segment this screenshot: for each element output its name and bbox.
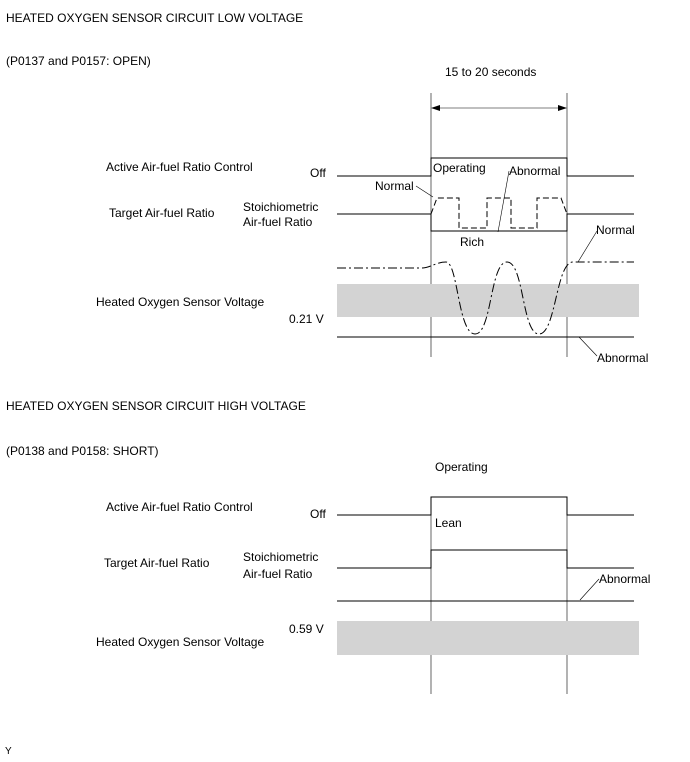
section1-stoich-line1: Stoichiometric (243, 200, 318, 214)
section1-normal-left-leader (415, 185, 434, 198)
section1-abnormal-top-leader (497, 170, 510, 233)
section1-normal-right-leader (577, 230, 598, 263)
section2-off-label: Off (310, 507, 326, 521)
section1-voltage-band (337, 284, 639, 317)
section2-abnormal-leader (579, 578, 600, 601)
arrowhead-right-icon (558, 105, 567, 111)
section1-normal-left-label: Normal (375, 179, 414, 193)
section2-active-label: Active Air-fuel Ratio Control (106, 500, 253, 514)
section1-operating-label: Operating (433, 161, 486, 175)
section1-target-normal-signal (430, 197, 568, 229)
section1-target-abnormal-signal (337, 213, 634, 232)
section1-sensor-label: Heated Oxygen Sensor Voltage (96, 295, 264, 309)
section2-target-signal (337, 549, 634, 569)
section1-sensor-normal-signal (337, 261, 634, 335)
section2-stoich-line1: Stoichiometric (243, 550, 318, 564)
section1-active-signal (337, 157, 634, 177)
section2-voltage-band (337, 621, 639, 655)
section1-duration: 15 to 20 seconds (445, 65, 536, 79)
section2-voltage-label: 0.59 V (289, 622, 324, 636)
section1-abnormal-bottom-leader (578, 336, 598, 357)
section1-active-label: Active Air-fuel Ratio Control (106, 160, 253, 174)
section2-sensor-label: Heated Oxygen Sensor Voltage (96, 635, 264, 649)
section1-abnormal-top-label: Abnormal (509, 164, 560, 178)
section2-operating-label: Operating (435, 460, 488, 474)
section1-normal-right-label: Normal (596, 223, 635, 237)
section1-off-label: Off (310, 166, 326, 180)
footer-mark: Y (5, 746, 12, 757)
section1-abnormal-bottom-label: Abnormal (597, 351, 648, 365)
section1-codes: (P0137 and P0157: OPEN) (6, 54, 151, 68)
section2-stoich-line2: Air-fuel Ratio (243, 567, 313, 581)
section1-voltage-label: 0.21 V (289, 312, 324, 326)
section2-active-signal (337, 496, 634, 516)
section1-target-label: Target Air-fuel Ratio (109, 206, 215, 220)
section2-abnormal-label: Abnormal (599, 572, 650, 586)
section2-title: HEATED OXYGEN SENSOR CIRCUIT HIGH VOLTAG… (6, 399, 306, 413)
section2-lean-label: Lean (435, 516, 462, 530)
arrowhead-left-icon (431, 105, 440, 111)
section1-rich-label: Rich (460, 235, 484, 249)
section2-codes: (P0138 and P0158: SHORT) (6, 444, 159, 458)
section1-title: HEATED OXYGEN SENSOR CIRCUIT LOW VOLTAGE (6, 11, 303, 25)
section1-stoich-line2: Air-fuel Ratio (243, 215, 313, 229)
section2-target-label: Target Air-fuel Ratio (104, 556, 210, 570)
